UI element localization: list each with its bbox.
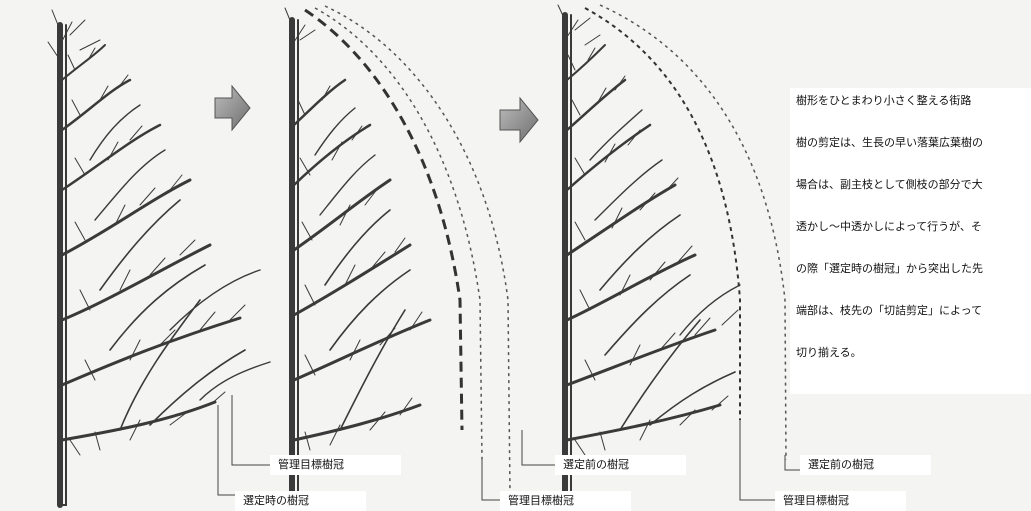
panel-1-tree — [48, 10, 270, 505]
panel-2-tree — [285, 8, 430, 505]
caption-line: 樹形をひとまわり小さく整える街路 — [796, 94, 1028, 108]
label-panel2-target: 管理目標樹冠 — [500, 491, 631, 511]
panel-3-tree — [558, 5, 740, 505]
crown-outline-selected — [315, 8, 482, 460]
label-panel3-target: 管理目標樹冠 — [775, 491, 906, 511]
caption-line: 場合は、副主枝として側枝の部分で大 — [796, 178, 1028, 192]
crown-outline-target — [305, 10, 462, 430]
crown-outline-target — [600, 5, 786, 460]
crown-outline-before — [325, 6, 510, 495]
label-panel1-target: 管理目標樹冠 — [270, 455, 401, 475]
caption-text: 樹形をひとまわり小さく整える街路 樹の剪定は、生長の早い落葉広葉樹の 場合は、副… — [790, 88, 1031, 394]
label-panel3-before: 選定前の樹冠 — [800, 455, 931, 475]
arrow-right-icon — [215, 86, 250, 130]
label-panel1-selected: 選定時の樹冠 — [235, 491, 366, 511]
caption-line: 端部は、枝先の「切詰剪定」によって — [796, 304, 1028, 318]
label-panel2-before: 選定前の樹冠 — [555, 455, 686, 475]
crown-outline-before — [585, 8, 740, 420]
caption-line: 樹の剪定は、生長の早い落葉広葉樹の — [796, 136, 1028, 150]
caption-line: 透かし～中透かしによって行うが、そ — [796, 220, 1028, 234]
arrow-right-icon — [500, 98, 538, 142]
caption-line: 切り揃える。 — [796, 346, 1028, 360]
caption-line: の際「選定時の樹冠」から突出した先 — [796, 262, 1028, 276]
